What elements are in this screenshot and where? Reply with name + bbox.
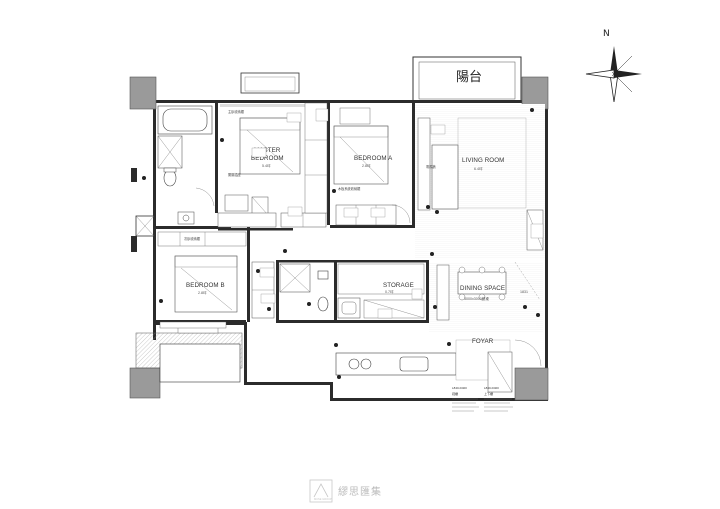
foyer-note-left: 鞋櫃 [452,391,458,396]
balcony-label: 陽台 [456,70,482,85]
kitchen-counter [335,352,457,376]
master-bed-icon [239,117,301,175]
columns [129,76,549,401]
foyer-code-right: L840-D400 [484,386,499,390]
second-bathroom [279,263,361,319]
toilet-icon [163,169,177,187]
bedroom-a [333,107,411,226]
window-bay-inner [244,76,296,92]
bedroom-b [157,231,275,329]
kitchen [335,339,542,393]
living-room-name: LIVING ROOM [462,157,504,164]
storage-name: STORAGE [383,282,414,289]
master-bedroom [217,102,328,228]
bedroom-a-note: 木板系統收納櫃 [338,186,361,191]
bedroom-a-area: 2.8坪 [362,163,371,168]
bedroom-b-note: 次臥收納櫃 [184,236,201,241]
master-wardrobe [217,212,277,228]
window-bay [240,72,300,94]
cabinet-tags [251,108,544,319]
brand-text: 繆思匯集 [338,485,382,498]
duct-box [135,215,155,237]
living-room-area: 6.4坪 [474,166,483,171]
bedroom-a-bed-icon [333,125,389,185]
bedroom-b-bed-icon [174,255,238,313]
master-note-2: 開關插座 [228,172,242,177]
dining-code: 1831 [520,290,528,294]
living-room [417,117,544,251]
interior-walls [156,103,436,323]
sink-icon-2 [337,297,361,319]
bedroom-b-area: 2.8坪 [198,290,207,295]
desk-icon [224,194,249,212]
master-bathroom [157,105,215,225]
bedroom-b-name: BEDROOM B [186,282,225,289]
service-balcony [159,343,241,383]
stove-burner-icon-2 [360,358,372,370]
foyer-note-lines [452,398,513,412]
brand-logo-text: MUSE GROUP [314,497,332,501]
north-arrow-icon [585,46,642,103]
storage-area: 0.7坪 [385,289,394,294]
bathtub-icon [162,108,208,132]
dining-space-name: DINING SPACE [460,285,505,292]
master-bedroom-name-line2: BEDROOM [251,155,284,162]
kitchen-sink-icon [399,356,429,372]
brand-logo: MUSE GROUP [309,479,333,503]
bedroom-a-name: BEDROOM A [354,155,393,162]
north-label: N [603,29,610,39]
master-bedroom-name-line1: MASTER [254,147,281,154]
tv-cabinet [417,117,431,211]
stove-burner-icon [348,358,360,370]
master-bedroom-area: 5.4坪 [262,163,271,168]
foyer-note-right: 上下櫃 [484,391,493,396]
master-note-1: 主臥收納櫃 [228,109,245,114]
entry-door-swing [514,339,542,367]
living-tv-note: 電視牆 [426,164,436,169]
balcony: 陽台 [412,56,522,102]
dining-space-area: 3000x3000餐桌 [464,296,489,301]
foyer-code-left: L840-D400 [452,386,467,390]
foyer-name: FOYAR [472,338,494,345]
dining-space [429,261,543,332]
sink-icon [177,211,195,225]
sofa-icon [431,144,459,210]
toilet-icon-2 [317,296,329,312]
